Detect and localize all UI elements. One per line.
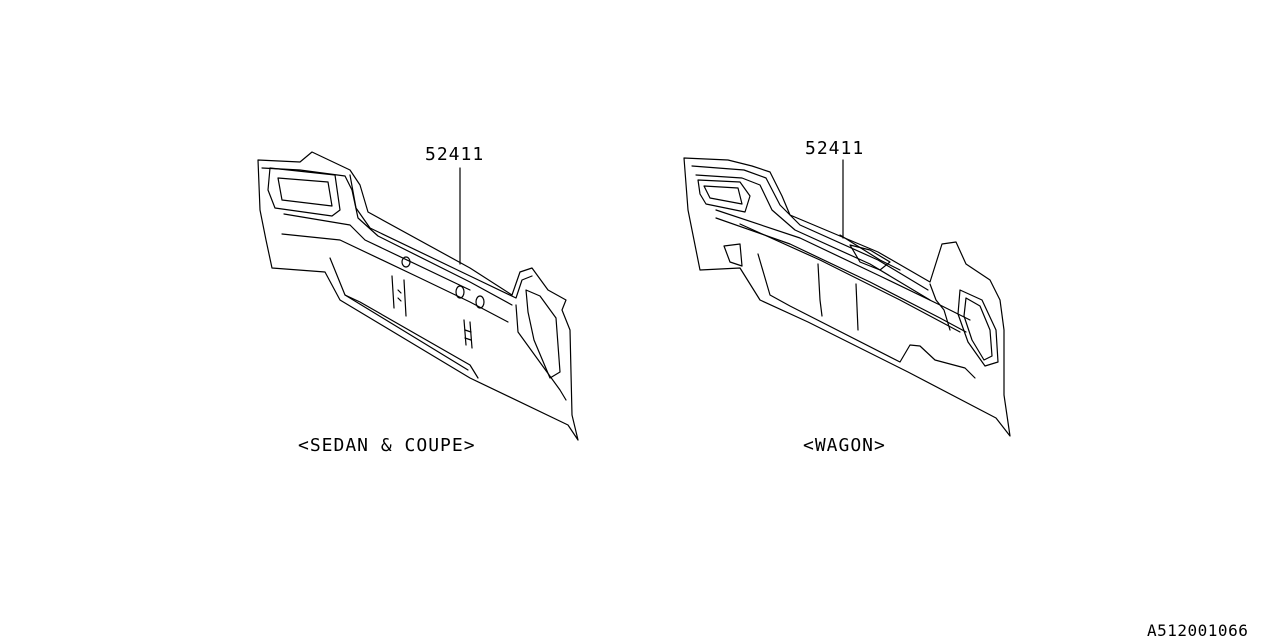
caption-sedan-coupe: <SEDAN & COUPE> bbox=[298, 435, 476, 456]
caption-wagon: <WAGON> bbox=[803, 435, 886, 456]
sedan-coupe-rear-panel bbox=[257, 151, 579, 441]
reference-code: A512001066 bbox=[1147, 621, 1249, 640]
wagon-rear-panel bbox=[683, 157, 1011, 437]
part-number-label-sedan: 52411 bbox=[425, 144, 485, 165]
part-number-label-wagon: 52411 bbox=[805, 138, 865, 159]
